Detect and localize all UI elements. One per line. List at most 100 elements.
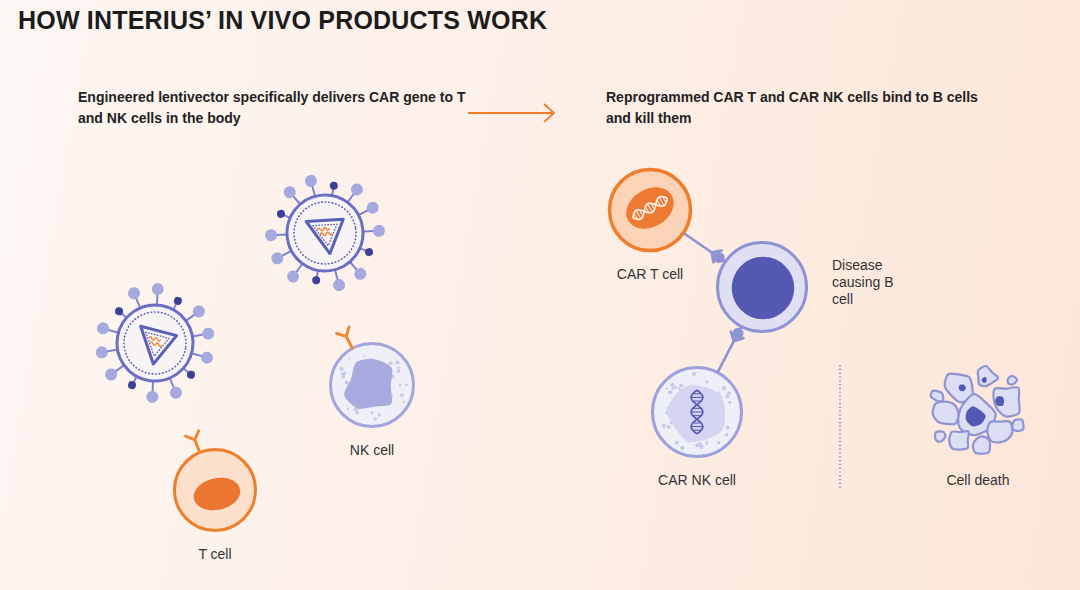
dna-helix xyxy=(630,194,670,223)
cytoplasm-granule xyxy=(345,381,349,385)
cell-outline xyxy=(173,448,257,532)
dna-rung xyxy=(657,200,661,206)
cytoplasm-granule xyxy=(378,413,381,416)
dna-rung xyxy=(693,401,701,402)
receptor xyxy=(186,431,200,452)
cytoplasm-granule xyxy=(399,384,402,387)
separator-line xyxy=(839,365,841,490)
spike-protein xyxy=(271,252,285,266)
nucleus-fragment xyxy=(995,396,1004,406)
rna-strand xyxy=(320,232,332,237)
spike-protein xyxy=(145,390,159,404)
dna-rung xyxy=(640,210,644,216)
envelope-spike xyxy=(151,381,154,392)
cell-outline xyxy=(716,241,808,333)
cell-label: Cell death xyxy=(898,472,1058,489)
cell-membrane xyxy=(175,450,256,531)
cytoplasm-granule xyxy=(666,388,668,390)
cytoplasm-granule xyxy=(370,411,373,414)
cytoplasm-granule xyxy=(400,393,404,397)
nucleus-fragment xyxy=(982,377,987,383)
cytoplasm-granule xyxy=(680,446,684,450)
cell-label: Disease causing B cell xyxy=(832,257,894,308)
cytoplasm-granule xyxy=(726,426,730,430)
cell-node: CAR NK cell xyxy=(651,366,743,458)
cytoplasm-granule xyxy=(340,367,344,371)
dna-rung xyxy=(651,203,655,209)
cell-membrane xyxy=(718,243,807,332)
arrow-head xyxy=(544,104,554,122)
spike-protein xyxy=(96,321,110,335)
binding-connector xyxy=(685,234,724,261)
spike-protein xyxy=(312,276,321,285)
cell-nucleus xyxy=(191,473,244,514)
cell-shape xyxy=(610,170,691,251)
cell-fragment xyxy=(978,366,998,386)
dna-rung xyxy=(634,213,638,219)
cytoplasm-granule xyxy=(679,383,683,387)
cytoplasm-granule xyxy=(341,372,345,376)
cell-nucleus xyxy=(732,257,795,320)
spike-protein xyxy=(114,307,123,316)
step-arrow xyxy=(468,104,554,122)
spike-protein xyxy=(366,201,380,215)
inner-membrane xyxy=(119,307,191,379)
spike-protein xyxy=(286,270,300,284)
cytoplasm-granule xyxy=(717,441,720,444)
spike-protein xyxy=(304,174,318,188)
dna-rung xyxy=(693,393,701,394)
envelope-spike xyxy=(312,186,315,197)
spike-protein xyxy=(127,286,141,300)
cytoplasm-granule xyxy=(668,390,672,394)
cell-membrane xyxy=(331,344,414,427)
dna-rung xyxy=(691,426,703,427)
spike-protein xyxy=(192,305,206,319)
cell-nucleus xyxy=(619,179,682,237)
rna-strand xyxy=(150,342,162,347)
envelope-spike xyxy=(363,230,374,233)
spike-protein xyxy=(201,327,215,341)
cell-outline xyxy=(930,362,1026,458)
cytoplasm-granule xyxy=(397,369,401,373)
cytoplasm-granule xyxy=(674,386,677,389)
step-heading: Reprogrammed CAR T and CAR NK cells bind… xyxy=(606,87,986,129)
nucleus-fragment xyxy=(966,406,986,426)
cell-shape xyxy=(718,243,807,332)
arrow-shaft xyxy=(468,112,553,114)
cell-fragment xyxy=(949,431,969,449)
spike-protein xyxy=(95,345,109,359)
cell-membrane xyxy=(653,368,742,457)
cell-fragment xyxy=(933,402,959,425)
cell-fragment xyxy=(1012,419,1023,431)
capsid-inner xyxy=(142,332,169,358)
dna-rung xyxy=(691,397,703,398)
spike-protein xyxy=(151,282,165,296)
dna-helix xyxy=(691,390,703,434)
cell-shape xyxy=(653,368,742,457)
nucleus-fragment xyxy=(959,384,966,391)
cell-shape xyxy=(931,366,1024,454)
spike-protein xyxy=(365,248,374,257)
receptor xyxy=(337,327,353,348)
spike-protein xyxy=(173,296,182,305)
cytoplasm-granule xyxy=(692,372,696,376)
cell-node: CAR T cell xyxy=(608,168,692,252)
spike-protein xyxy=(186,370,195,379)
cell-fragment xyxy=(987,421,1012,442)
spike-protein xyxy=(127,381,136,390)
spike-protein xyxy=(169,386,183,400)
cell-nucleus xyxy=(667,385,725,442)
envelope-spike xyxy=(335,269,338,280)
cell-label: CAR NK cell xyxy=(617,472,777,489)
spike-protein xyxy=(332,278,346,292)
cytoplasm-granule xyxy=(728,401,731,404)
cell-label: CAR T cell xyxy=(570,266,730,283)
cell-fragment xyxy=(994,387,1020,416)
dna-rung xyxy=(693,430,701,431)
capsid xyxy=(135,326,178,367)
cell-node: Cell death xyxy=(930,362,1026,458)
dna-strand xyxy=(630,194,669,222)
cell-fragment xyxy=(973,436,990,453)
